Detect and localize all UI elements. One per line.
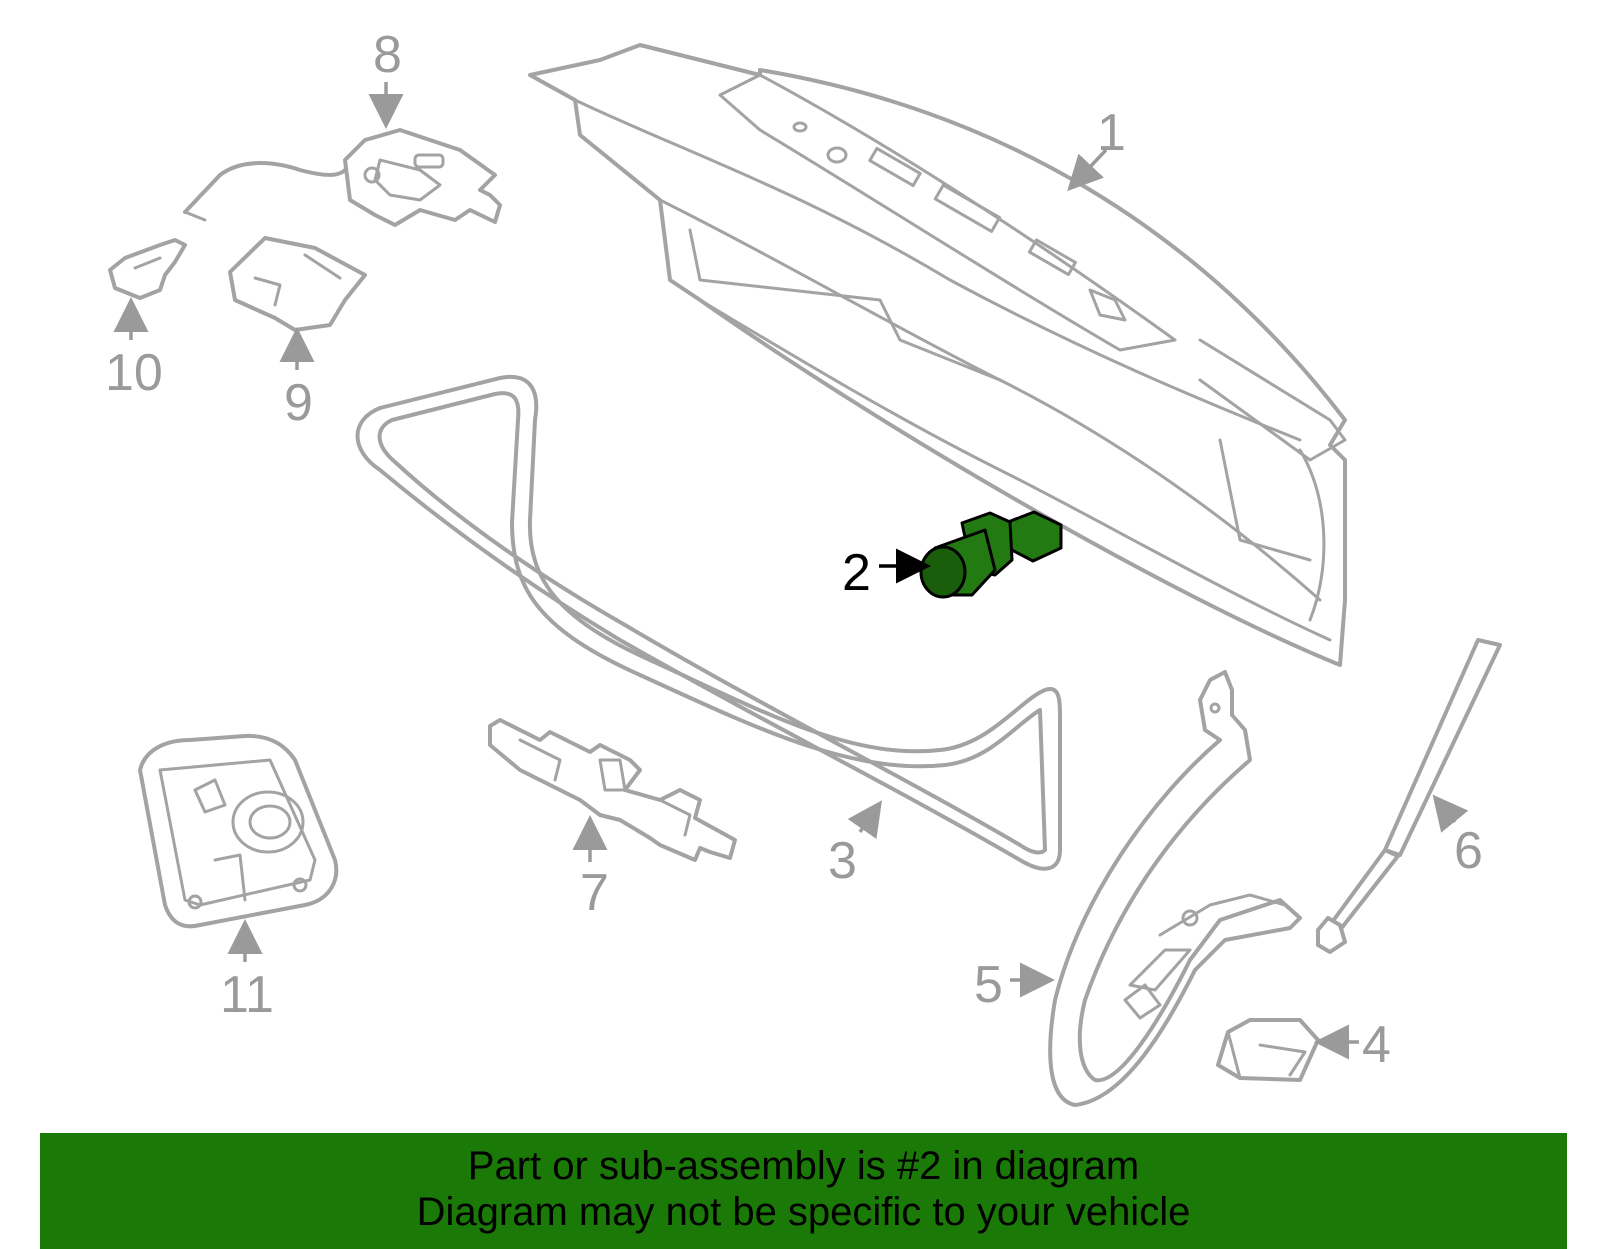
highlighted-part-2 [919,510,1063,599]
leader-1 [1067,148,1108,192]
banner-line-1: Part or sub-assembly is #2 in diagram [467,1144,1140,1188]
banner-line-2: Diagram may not be specific to your vehi… [416,1190,1191,1234]
callout-7: 7 [580,864,609,922]
latch-cover-part-9 [228,236,367,332]
bracket-part-7 [488,718,737,862]
latch-part-8 [183,128,502,227]
weatherstrip-part-3 [355,374,1062,871]
info-banner: Part or sub-assembly is #2 in diagram Di… [40,1133,1567,1249]
callout-5: 5 [974,956,1003,1014]
callout-6: 6 [1454,822,1483,880]
lock-housing-part-11 [138,733,339,929]
callout-11: 11 [220,966,274,1024]
callout-4: 4 [1362,1016,1391,1074]
callout-8: 8 [373,26,402,84]
callout-9: 9 [284,374,313,432]
callout-10: 10 [105,344,163,402]
leader-3 [847,800,882,839]
clip-part-10 [108,238,187,300]
trunk-lid-part-1 [528,43,1347,667]
leader-6 [1432,794,1469,833]
hinge-part-5 [1048,670,1302,1107]
callout-2: 2 [842,544,871,602]
bumper-pad-part-4 [1216,1018,1320,1082]
gas-strut-part-6 [1316,638,1502,954]
callout-3: 3 [828,832,857,890]
callout-1: 1 [1097,104,1126,162]
parts-diagram: 1 2 3 4 5 6 7 8 9 10 11 [105,26,1502,1107]
